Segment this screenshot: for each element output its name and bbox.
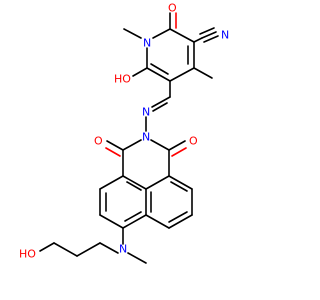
bond	[122, 175, 147, 190]
bond	[99, 214, 124, 229]
pyridone-n-label: N	[143, 37, 151, 50]
imide-o-right-label: O	[189, 135, 198, 148]
bond	[193, 67, 213, 79]
bond	[39, 242, 55, 252]
bond	[124, 211, 142, 222]
bond	[99, 175, 124, 190]
bond	[170, 181, 188, 192]
bond	[122, 214, 147, 229]
bond	[171, 147, 187, 157]
bond	[122, 139, 142, 151]
bond	[126, 181, 142, 191]
atom-labels: N O N HO N N O O N HO	[19, 2, 229, 261]
bond	[152, 28, 171, 39]
bond	[168, 214, 193, 229]
bond	[168, 140, 186, 151]
carbonyl-o-top-label: O	[168, 2, 177, 15]
bond	[150, 139, 170, 151]
bond	[151, 96, 171, 108]
bond	[145, 175, 170, 190]
bond	[203, 35, 219, 43]
imide-n-label: N	[142, 131, 150, 144]
amine-n-label: N	[119, 243, 127, 256]
bond	[152, 102, 168, 112]
nitrile-n-label: N	[221, 29, 229, 42]
bond	[193, 37, 203, 43]
azine-n-label: N	[142, 106, 150, 119]
bond	[199, 27, 215, 35]
bond	[169, 67, 195, 82]
hydroxy-top-label: HO	[114, 73, 131, 86]
bond	[132, 67, 148, 77]
left-benzene-ring	[99, 175, 147, 229]
bond	[105, 147, 121, 157]
molecule-structure: N O N HO N N O O N HO	[19, 2, 229, 264]
bond	[76, 242, 101, 257]
bond	[53, 242, 78, 257]
imide-o-left-label: O	[94, 135, 103, 148]
bond	[123, 28, 142, 39]
bond	[145, 214, 170, 229]
bond	[106, 140, 124, 151]
hydroxy-bottom-label: HO	[19, 248, 36, 261]
molecule-diagram: N O N HO N N O O N HO	[19, 2, 229, 264]
bond	[168, 175, 193, 190]
pyridone-ring	[146, 28, 195, 82]
bond	[146, 67, 171, 82]
bond	[201, 31, 217, 39]
imide-ring	[122, 139, 170, 190]
bond	[99, 242, 119, 254]
bond	[168, 211, 188, 223]
bond	[150, 63, 169, 75]
right-benzene-ring	[145, 175, 193, 229]
bond	[127, 252, 147, 264]
bond	[169, 28, 195, 43]
